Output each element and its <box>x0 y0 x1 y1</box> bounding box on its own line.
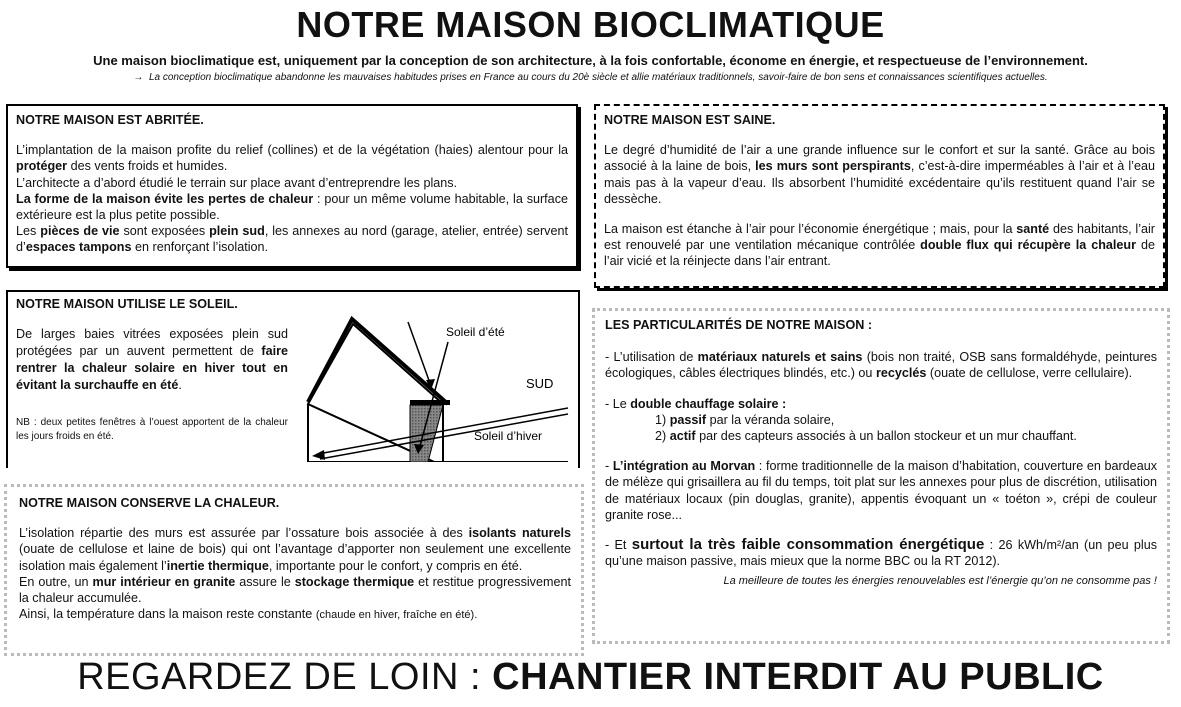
box-saine-heading: NOTRE MAISON EST SAINE. <box>604 113 776 127</box>
summer-sun-ray <box>407 321 432 387</box>
awning <box>410 400 450 405</box>
abritee-p4: Les pièces de vie sont exposées plein su… <box>16 224 568 255</box>
particularites-item-1: - L’utilisation de matériaux naturels et… <box>605 350 1158 381</box>
soleil-text: De larges baies vitrées exposées plein s… <box>16 326 288 444</box>
box-abritee-heading: NOTRE MAISON EST ABRITÉE. <box>16 113 204 127</box>
box-chaleur: NOTRE MAISON CONSERVE LA CHALEUR. L’isol… <box>4 484 584 656</box>
intro-text: La conception bioclimatique abandonne le… <box>148 72 1048 83</box>
abritee-p3: La forme de la maison évite les pertes d… <box>16 191 568 223</box>
page-subtitle: Une maison bioclimatique est, uniquement… <box>93 53 1088 68</box>
particularites-item-2-sub-1: 1) passif par la véranda solaire, <box>655 412 835 427</box>
saine-p1: Le degré d’humidité de l’air a une grand… <box>604 143 1155 206</box>
box-abritee: NOTRE MAISON EST ABRITÉE. L’implantation… <box>6 104 578 268</box>
winter-sun-label: Soleil d’hiver <box>474 429 542 443</box>
footer-banner: REGARDEZ DE LOIN : CHANTIER INTERDIT AU … <box>0 656 1181 699</box>
box-soleil: NOTRE MAISON UTILISE LE SOLEIL. De large… <box>6 290 580 468</box>
particularites-quote: La meilleure de toutes les énergies reno… <box>723 575 1157 588</box>
box-particularites: LES PARTICULARITÉS DE NOTRE MAISON : - L… <box>592 308 1170 644</box>
chaleur-p2: En outre, un mur intérieur en granite as… <box>19 574 571 606</box>
chaleur-p1: L’isolation répartie des murs est assuré… <box>19 526 571 573</box>
particularites-item-3: - L’intégration au Morvan : forme tradit… <box>605 459 1157 522</box>
page-title: NOTRE MAISON BIOCLIMATIQUE <box>296 4 885 45</box>
footer-part-1: REGARDEZ DE LOIN : <box>77 656 493 698</box>
particularites-item-2-sub-2: 2) actif par des capteurs associés à un … <box>655 429 1077 444</box>
particularites-item-2: - Le double chauffage solaire : <box>605 396 787 411</box>
intro-line: → La conception bioclimatique abandonne … <box>0 72 1181 83</box>
soleil-p1: De larges baies vitrées exposées plein s… <box>16 327 288 393</box>
abritee-p1: L’implantation de la maison profite du r… <box>16 143 568 174</box>
box-particularites-heading: LES PARTICULARITÉS DE NOTRE MAISON : <box>605 318 873 332</box>
summer-sun-label: Soleil d’été <box>446 325 505 339</box>
chaleur-p3: Ainsi, la température dans la maison res… <box>19 607 478 622</box>
saine-p2: La maison est étanche à l’air pour l’éco… <box>604 222 1155 269</box>
south-label: SUD <box>526 376 553 391</box>
roof-line <box>306 315 450 406</box>
particularites-item-4: - Et surtout la très faible consommation… <box>605 536 1158 569</box>
box-saine: NOTRE MAISON EST SAINE. Le degré d’humid… <box>594 104 1165 288</box>
soleil-nb: NB : deux petites fenêtres à l’ouest app… <box>16 417 288 443</box>
abritee-p2: L’architecte a d’abord étudié le terrain… <box>16 175 458 190</box>
box-chaleur-heading: NOTRE MAISON CONSERVE LA CHALEUR. <box>19 496 280 510</box>
box-soleil-heading: NOTRE MAISON UTILISE LE SOLEIL. <box>16 297 238 311</box>
arrow-right-icon: → <box>133 72 144 83</box>
footer-part-2: CHANTIER INTERDIT AU PUBLIC <box>492 656 1104 698</box>
winter-sun-ray <box>317 407 569 455</box>
sun-diagram: Soleil d’été SUD Soleil d’hiver <box>306 315 569 462</box>
